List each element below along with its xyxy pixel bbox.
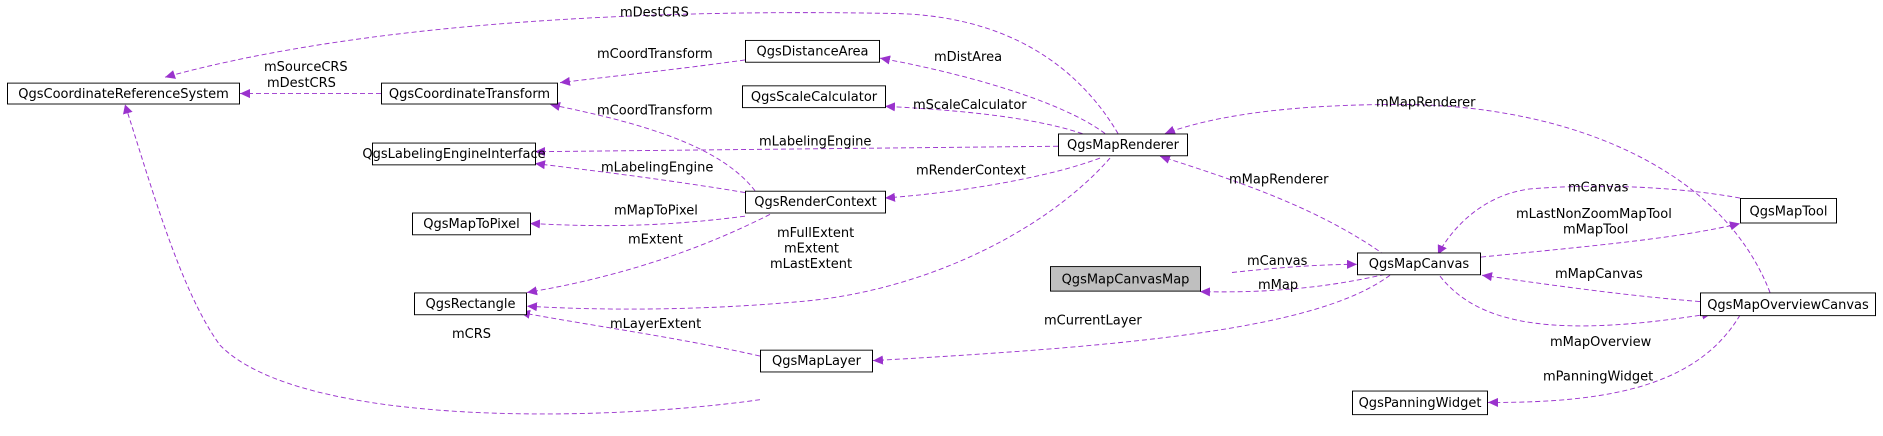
node-label: QgsDistanceArea xyxy=(756,44,868,59)
label-renderer-rect-2: mExtent xyxy=(784,242,839,257)
edge-canvasmap-to-canvas xyxy=(1231,259,1358,273)
node-qgscoordinatetransform[interactable]: QgsCoordinateTransform xyxy=(381,82,558,105)
label-renderer-rect-1: mFullExtent xyxy=(777,226,854,241)
node-qgsdistancearea[interactable]: QgsDistanceArea xyxy=(745,39,880,63)
edge-overview-to-panning xyxy=(1487,314,1741,408)
label-renderer-crs: mDestCRS xyxy=(620,5,689,20)
diagram-content: mDestCRS mSourceCRS mDestCRS mCoordTrans… xyxy=(7,5,1876,416)
edge-context-to-labeling xyxy=(534,160,746,194)
label-canvas-tool-1: mLastNonZoomMapTool xyxy=(1516,207,1672,222)
label-overview-renderer: mMapRenderer xyxy=(1376,95,1476,110)
label-renderer-labeling: mLabelingEngine xyxy=(759,134,871,149)
edge-layer-to-crs xyxy=(123,104,761,415)
node-label: QgsScaleCalculator xyxy=(751,90,878,105)
label-layer-rect: mLayerExtent xyxy=(610,317,701,332)
label-canvasmap-canvas: mCanvas xyxy=(1247,254,1308,269)
edge-tool-to-canvas xyxy=(1437,185,1741,255)
edge-context-to-transform xyxy=(549,101,756,192)
node-label: QgsMapOverviewCanvas xyxy=(1707,298,1869,313)
node-qgscoordinatereferencesystem[interactable]: QgsCoordinateReferenceSystem xyxy=(7,82,240,105)
node-label: QgsMapCanvas xyxy=(1369,257,1470,272)
label-canvas-renderer: mMapRenderer xyxy=(1229,172,1329,187)
edge-canvas-to-layer xyxy=(872,274,1391,365)
node-qgsmaplayer[interactable]: QgsMapLayer xyxy=(760,349,873,373)
node-label: QgsPanningWidget xyxy=(1359,396,1482,411)
edge-context-to-rectangle xyxy=(526,213,771,296)
node-label: QgsCoordinateReferenceSystem xyxy=(18,87,228,102)
label-renderer-scalecalc: mScaleCalculator xyxy=(913,98,1027,113)
label-canvas-canvasmap: mMap xyxy=(1258,278,1298,293)
label-renderer-context: mRenderContext xyxy=(916,163,1026,178)
label-renderer-rect-3: mLastExtent xyxy=(770,257,852,272)
label-context-transform: mCoordTransform xyxy=(597,103,713,118)
nodes: QgsCoordinateReferenceSystem QgsCoordina… xyxy=(7,39,1876,416)
node-qgsmaptopixel[interactable]: QgsMapToPixel xyxy=(412,212,531,236)
node-label: QgsLabelingEngineInterface xyxy=(362,147,545,162)
node-qgsmaprenderer[interactable]: QgsMapRenderer xyxy=(1058,133,1188,157)
node-qgsrendercontext[interactable]: QgsRenderContext xyxy=(745,190,886,214)
edge-distarea-to-transform xyxy=(559,59,746,86)
label-context-labeling: mLabelingEngine xyxy=(601,161,713,176)
edges xyxy=(123,12,1771,415)
label-transform-crs-2: mDestCRS xyxy=(267,76,336,91)
edge-renderer-to-rectangle xyxy=(526,157,1111,312)
label-overview-panning: mPanningWidget xyxy=(1543,370,1653,385)
node-qgsmaptool[interactable]: QgsMapTool xyxy=(1740,198,1837,224)
label-context-rect: mExtent xyxy=(628,232,683,247)
label-renderer-distarea: mDistArea xyxy=(934,50,1002,65)
edge-canvas-to-overview xyxy=(1439,275,1713,327)
node-qgsmapcanvas[interactable]: QgsMapCanvas xyxy=(1357,252,1481,276)
node-qgsscalecalculator[interactable]: QgsScaleCalculator xyxy=(742,85,886,109)
node-qgspanningwidget[interactable]: QgsPanningWidget xyxy=(1352,390,1488,416)
label-transform-crs-1: mSourceCRS xyxy=(264,60,348,75)
edge-renderer-to-crs xyxy=(164,12,1119,134)
node-label: QgsMapCanvasMap xyxy=(1062,272,1190,287)
node-qgsmapcanvasmap[interactable]: QgsMapCanvasMap xyxy=(1050,266,1201,292)
node-qgsrectangle[interactable]: QgsRectangle xyxy=(414,292,527,316)
label-tool-canvas: mCanvas xyxy=(1568,181,1629,196)
edge-layer-to-rectangle xyxy=(519,309,761,357)
node-qgsmapoverviewcanvas[interactable]: QgsMapOverviewCanvas xyxy=(1700,292,1876,317)
node-label: QgsMapTool xyxy=(1750,204,1828,219)
node-label: QgsCoordinateTransform xyxy=(389,87,550,102)
label-layer-crs: mCRS xyxy=(452,327,491,342)
edge-context-to-maptopixel xyxy=(529,215,746,229)
node-label: QgsMapLayer xyxy=(772,354,862,369)
label-distarea-transform: mCoordTransform xyxy=(597,47,713,62)
edge-canvas-to-tool xyxy=(1480,221,1741,258)
label-canvas-overview: mMapOverview xyxy=(1550,335,1652,350)
node-qgslabelingengineinterface[interactable]: QgsLabelingEngineInterface xyxy=(362,142,546,166)
label-overview-canvas: mMapCanvas xyxy=(1555,267,1643,282)
node-label: QgsMapToPixel xyxy=(423,217,519,232)
node-label: QgsMapRenderer xyxy=(1067,138,1180,153)
label-canvas-layer: mCurrentLayer xyxy=(1044,313,1142,328)
edge-labels: mDestCRS mSourceCRS mDestCRS mCoordTrans… xyxy=(264,5,1672,384)
edge-canvas-to-canvasmap xyxy=(1199,273,1386,297)
edge-overview-to-renderer xyxy=(1164,104,1771,293)
label-context-maptopixel: mMapToPixel xyxy=(614,203,698,218)
label-canvas-tool-2: mMapTool xyxy=(1563,222,1628,237)
edge-canvas-to-renderer xyxy=(1159,154,1386,256)
node-label: QgsRenderContext xyxy=(754,195,876,210)
node-label: QgsRectangle xyxy=(425,297,515,312)
edge-renderer-to-scalecalc xyxy=(884,102,1091,137)
edge-renderer-to-labeling xyxy=(534,145,1059,157)
edge-renderer-to-distarea xyxy=(879,55,1106,134)
